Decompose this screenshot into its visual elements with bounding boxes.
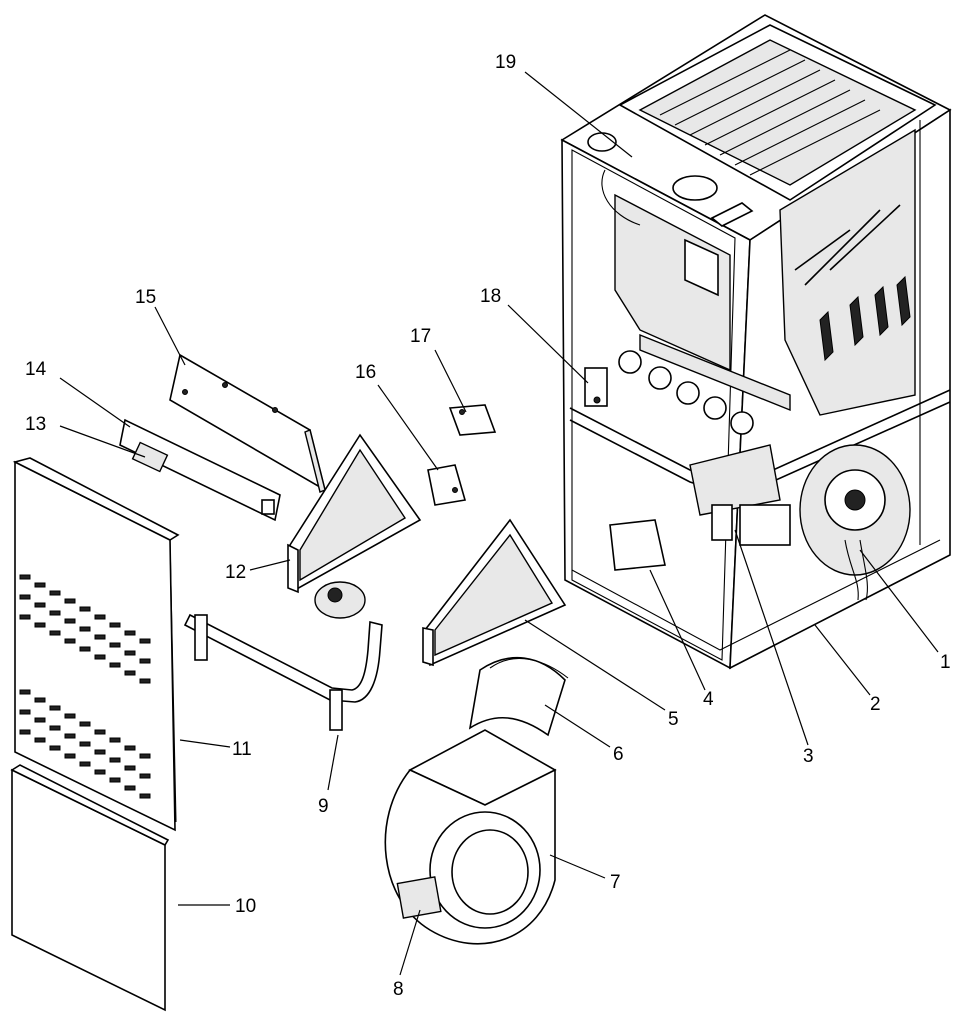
part-11-upper-door [12,457,180,832]
callout-10: 10 [235,896,256,917]
callout-4: 4 [703,689,714,710]
part-12-bracket [287,433,422,594]
callout-labels: 19 18 17 16 15 14 13 12 11 10 9 8 7 6 5 … [25,52,951,1000]
callout-18: 18 [480,286,501,307]
part-16-bracket [427,464,467,506]
callout-3: 3 [803,746,814,767]
callout-11: 11 [232,739,252,760]
callout-8: 8 [393,979,404,1000]
callout-14: 14 [25,359,47,380]
part-15-bracket [169,353,327,493]
callout-19: 19 [495,52,516,73]
callout-16: 16 [355,362,376,383]
burner-rings [618,350,754,435]
callout-5: 5 [668,709,679,730]
callout-17: 17 [410,326,431,347]
part-6-curved-plate [468,656,569,737]
burner-assembly [587,132,791,435]
callout-6: 6 [613,744,624,765]
part-10-lower-door [10,764,170,1012]
callout-7: 7 [610,872,621,893]
callout-12: 12 [225,562,246,583]
leader-lines [59,71,939,976]
callout-1: 1 [940,652,951,673]
door-louvers [19,574,151,799]
part-5-bracket [422,518,567,667]
callout-13: 13 [25,414,46,435]
callout-15: 15 [135,287,156,308]
gas-valve [314,581,366,619]
heat-exchanger [618,24,937,416]
callout-9: 9 [318,796,329,817]
part-14-rail [119,418,281,522]
part-7-blower-housing [384,729,557,945]
lower-components [609,444,911,601]
pressure-switch [584,367,608,407]
part-17-bracket [448,404,497,436]
callout-2: 2 [870,694,881,715]
part-9-gas-pipe [183,581,383,731]
